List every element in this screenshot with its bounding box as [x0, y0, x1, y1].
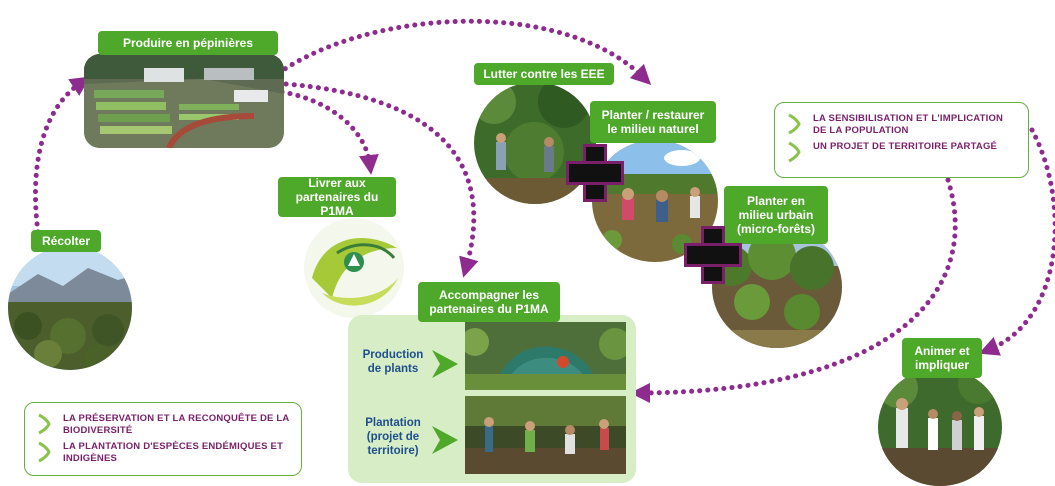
arrow-recolter-to-produire: [32, 76, 91, 235]
plus-icon: [566, 144, 624, 202]
plus-icon: [684, 226, 742, 284]
legend-sensibilisation: LA SENSIBILISATION ET L'IMPLICATION DE L…: [774, 102, 1029, 178]
chevron-right-icon: [788, 113, 801, 135]
chevron-right-icon: [38, 413, 51, 435]
legend-text: UN PROJET DE TERRITOIRE PARTAGÉ: [813, 141, 998, 152]
photo-children-activity: [878, 368, 1002, 486]
arrow-right-icon: [432, 350, 458, 378]
label-planter-restaurer: Planter / restaurer le milieu naturel: [590, 101, 716, 143]
arrow-right-icon: [432, 426, 458, 454]
legend-text: LA SENSIBILISATION ET L'IMPLICATION DE L…: [813, 113, 1004, 136]
legend-item: LA SENSIBILISATION ET L'IMPLICATION DE L…: [785, 113, 1018, 137]
label-planter-urbain: Planter en milieu urbain (micro-forêts): [724, 186, 828, 244]
label-plantation: Plantation (projet de territoire): [365, 417, 421, 457]
photo-forest-harvest: [8, 246, 132, 370]
label-recolter: Récolter: [31, 230, 101, 252]
legend-text: LA PRÉSERVATION ET LA RECONQUÊTE DE LA B…: [63, 413, 290, 436]
arrow-produire-to-livrer: [279, 89, 379, 175]
label-accompagner: Accompagner les partenaires du P1MA: [418, 282, 560, 322]
legend-text: LA PLANTATION D'ESPÈCES ENDÉMIQUES ET IN…: [63, 441, 284, 464]
legend-item: LA PLANTATION D'ESPÈCES ENDÉMIQUES ET IN…: [35, 441, 291, 465]
legend-item: LA PRÉSERVATION ET LA RECONQUÊTE DE LA B…: [35, 413, 291, 437]
photo-planting-team: [465, 396, 626, 474]
label-production-plants: Production de plants: [362, 349, 424, 375]
photo-greenhouse: [465, 322, 626, 390]
legend-biodiversite: LA PRÉSERVATION ET LA RECONQUÊTE DE LA B…: [24, 402, 302, 476]
photo-nursery: [84, 54, 284, 148]
label-produire: Produire en pépinières: [98, 31, 278, 55]
label-livrer: Livrer aux partenaires du P1MA: [278, 176, 396, 218]
label-animer: Animer et impliquer: [902, 338, 982, 378]
label-lutter: Lutter contre les EEE: [474, 63, 614, 85]
logo-p1ma: [302, 218, 406, 318]
chevron-right-icon: [38, 441, 51, 463]
legend-item: UN PROJET DE TERRITOIRE PARTAGÉ: [785, 141, 1018, 163]
chevron-right-icon: [788, 141, 801, 163]
